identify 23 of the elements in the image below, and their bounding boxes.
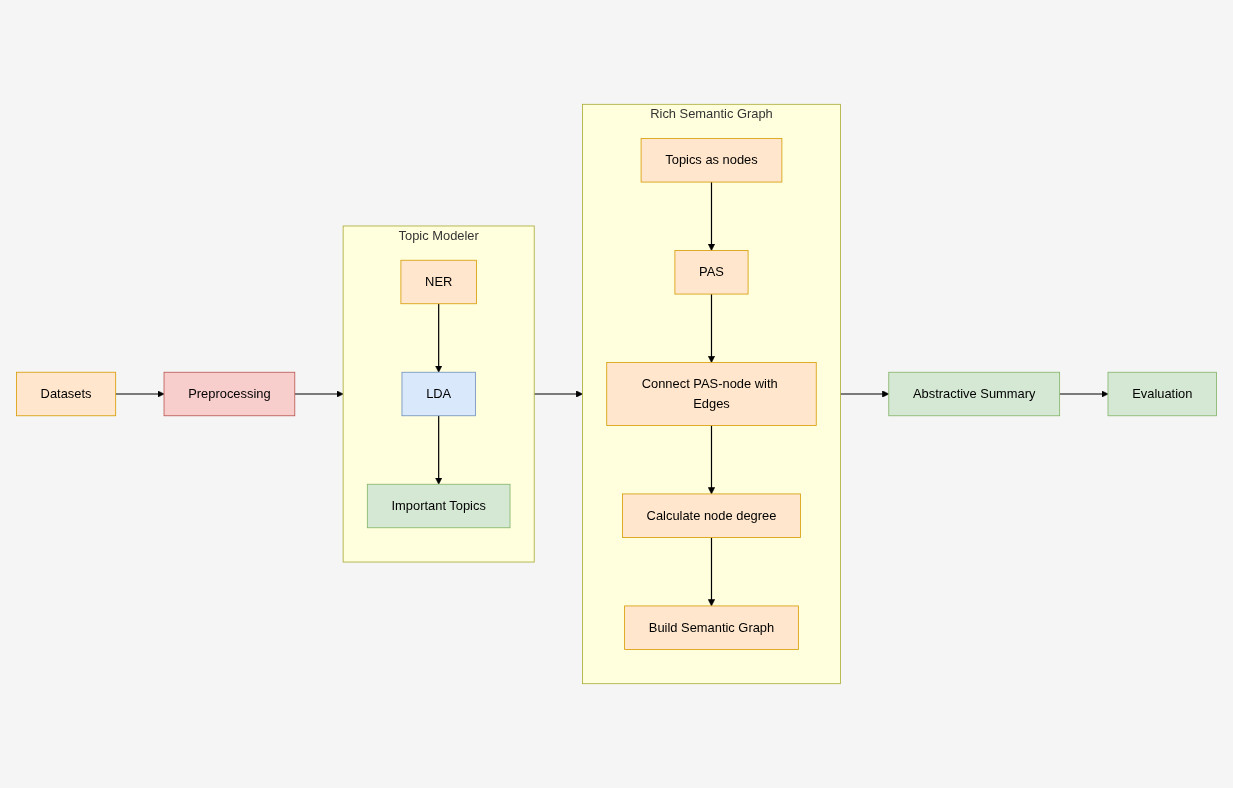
node-box: Calculate node degree: [622, 493, 801, 538]
node-box: NER: [400, 259, 477, 305]
node-box: Connect PAS-node with Edges: [606, 362, 817, 426]
arrow: [533, 390, 583, 398]
node-box: Important Topics: [366, 483, 511, 529]
node-box: Topics as nodes: [640, 138, 783, 183]
node-box: Evaluation: [1107, 371, 1217, 417]
arrow: [707, 181, 716, 251]
node-box: Build Semantic Graph: [624, 605, 799, 650]
arrow: [115, 390, 165, 398]
node-box: Datasets: [16, 371, 117, 417]
arrow: [707, 424, 716, 495]
arrow: [839, 390, 890, 398]
node-box: Abstractive Summary: [888, 371, 1061, 417]
arrow: [294, 390, 344, 398]
node-box: LDA: [401, 371, 476, 417]
node-box: Preprocessing: [163, 371, 296, 417]
arrow: [435, 415, 443, 485]
arrow: [707, 293, 716, 363]
arrow: [707, 536, 716, 607]
node-box: PAS: [674, 250, 749, 295]
arrow: [435, 303, 443, 373]
arrow: [1059, 390, 1109, 398]
